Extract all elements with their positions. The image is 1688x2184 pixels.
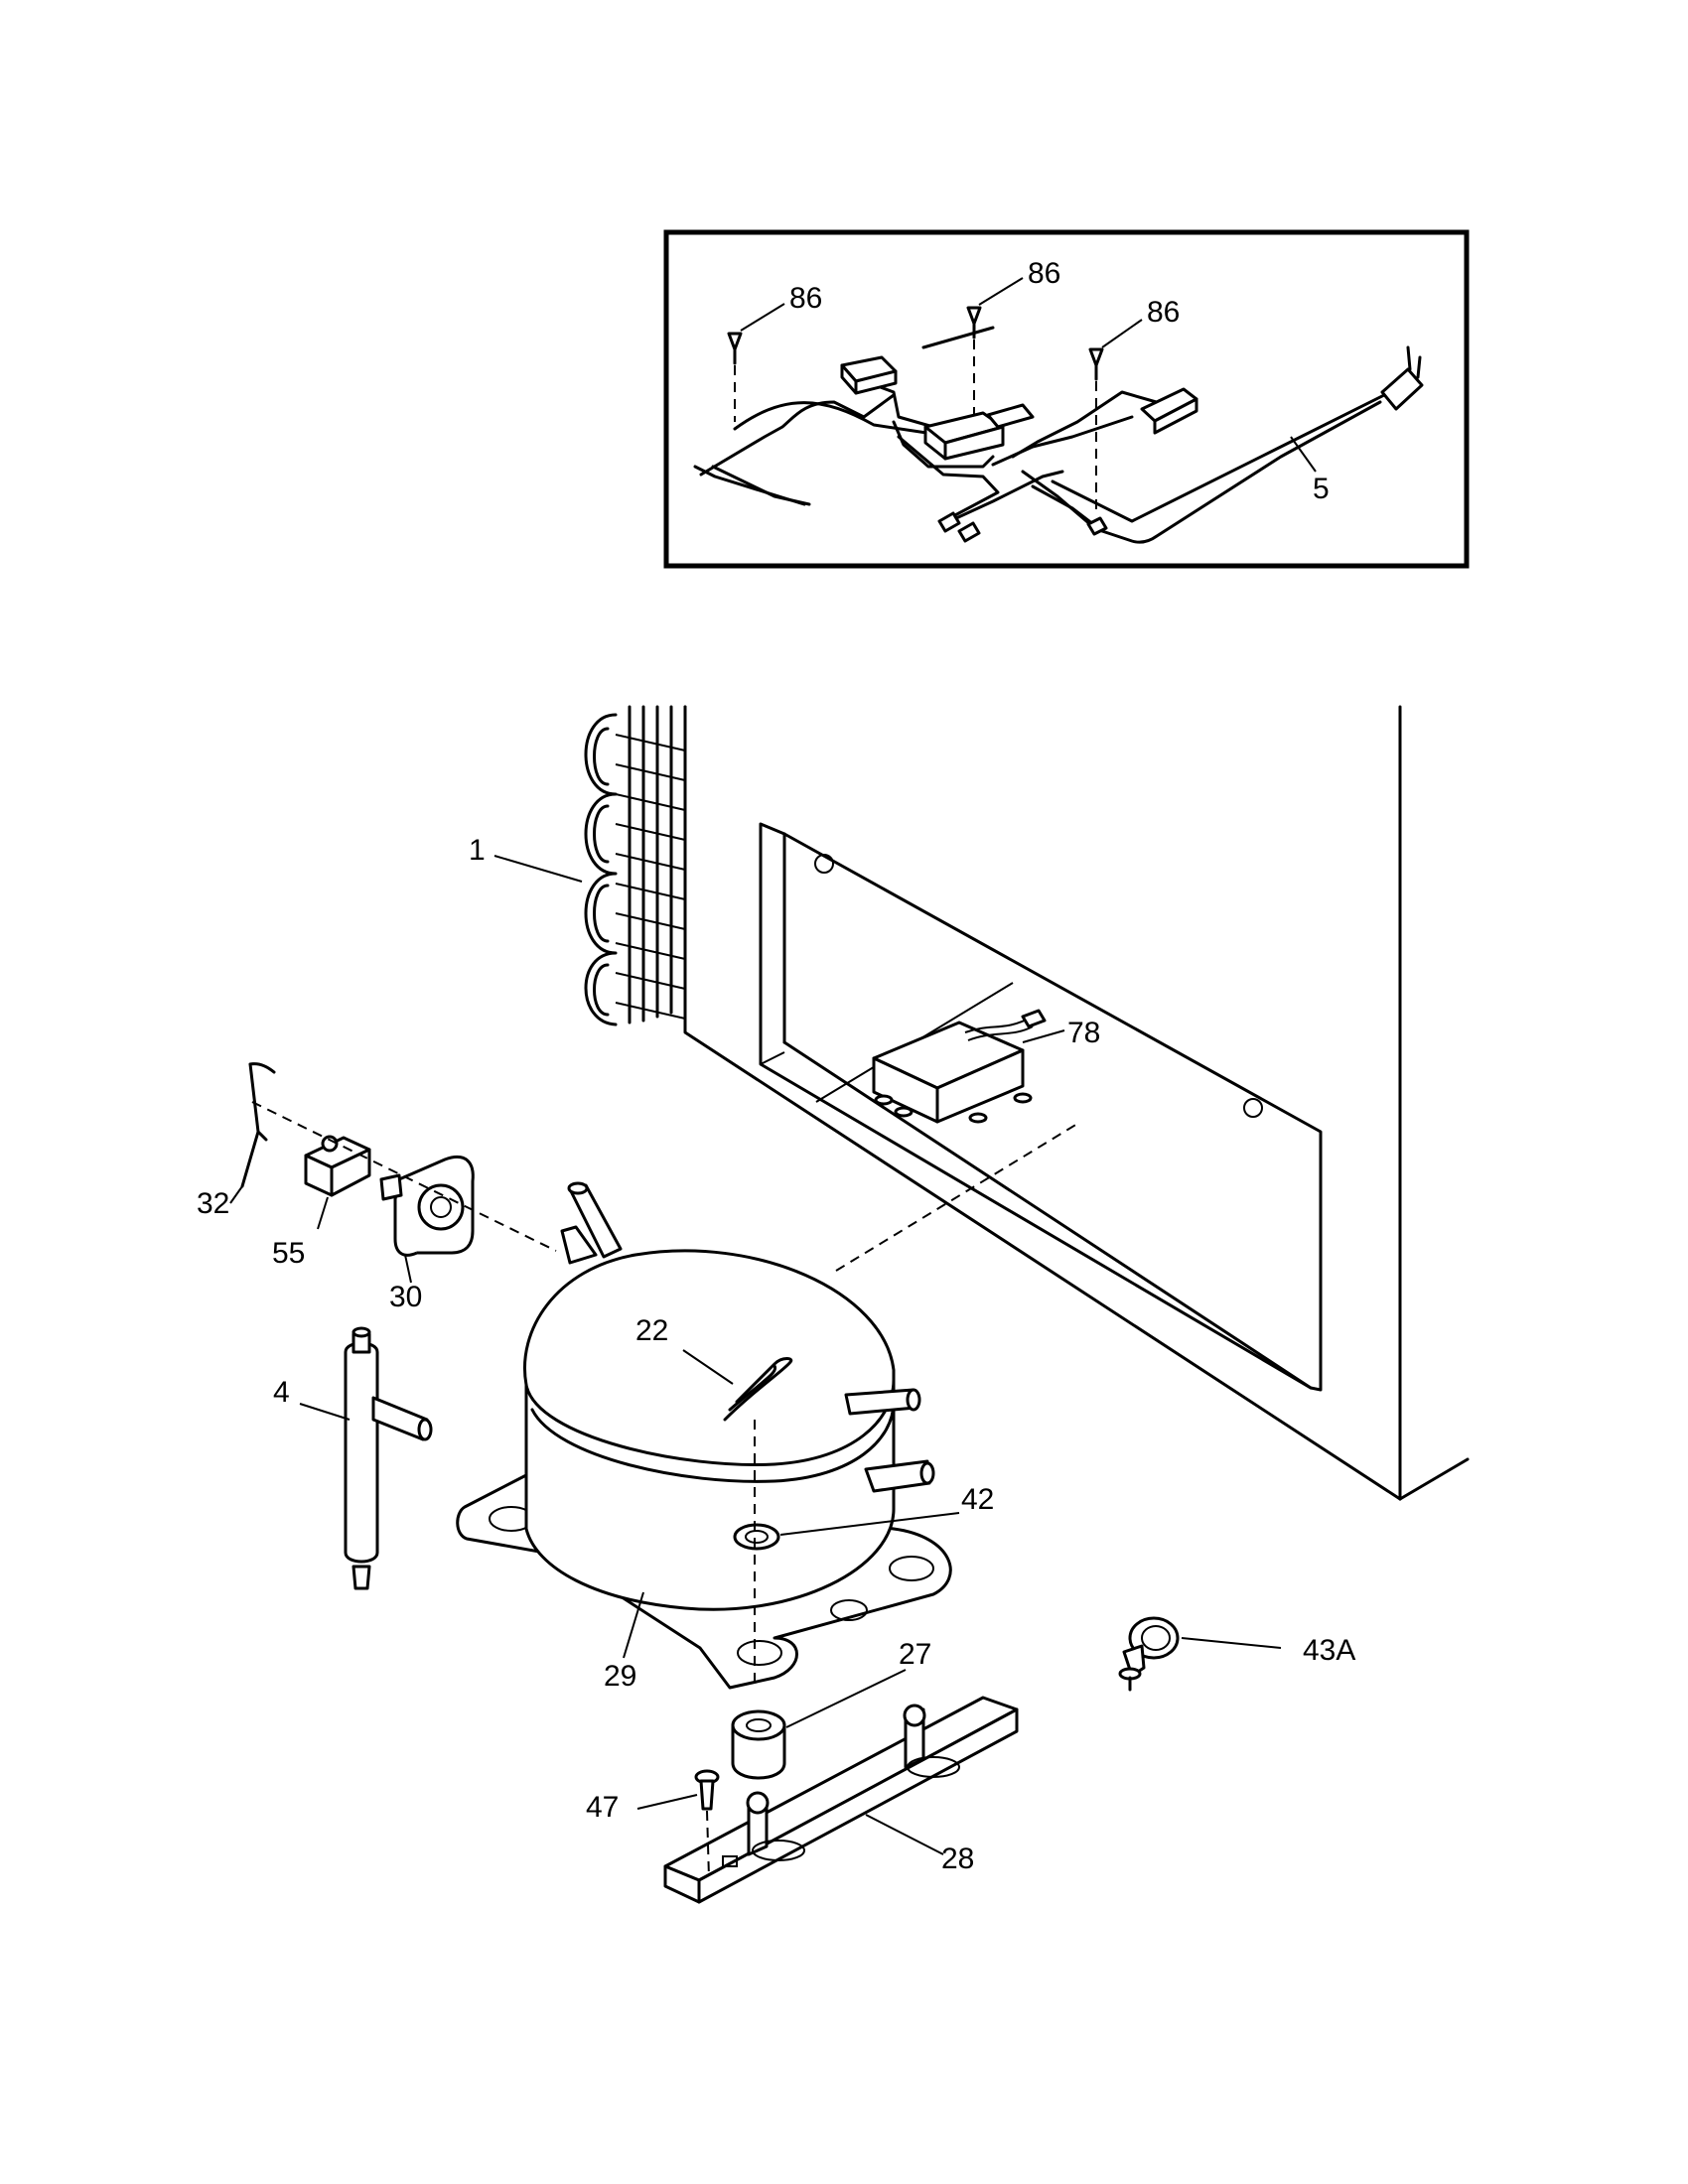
leader-86-middle bbox=[978, 277, 1024, 306]
screw-86-left bbox=[727, 332, 743, 422]
start-device bbox=[379, 1156, 475, 1284]
callout-1: 1 bbox=[469, 834, 486, 867]
power-cord-plug-icon bbox=[1380, 345, 1424, 411]
callout-86-right: 86 bbox=[1147, 296, 1180, 329]
relay-alignment-line bbox=[251, 1101, 557, 1252]
tube-clamp bbox=[1118, 1616, 1282, 1692]
overload-clip bbox=[229, 1062, 276, 1204]
condenser-coil bbox=[493, 705, 687, 1026]
grommet bbox=[731, 1669, 907, 1780]
harness-connector-center bbox=[923, 403, 1035, 461]
callout-22: 22 bbox=[635, 1314, 668, 1347]
harness-connector-top bbox=[840, 355, 898, 395]
callout-42: 42 bbox=[961, 1483, 994, 1516]
wire-harness bbox=[693, 326, 1392, 544]
filter-drier bbox=[299, 1326, 433, 1590]
compressor bbox=[456, 1181, 960, 1690]
mounting-rail bbox=[663, 1696, 1019, 1904]
inset-frame bbox=[663, 229, 1470, 569]
screw-86-right bbox=[1088, 347, 1104, 516]
callout-32: 32 bbox=[197, 1187, 229, 1220]
relay-switch bbox=[304, 1135, 371, 1230]
wiring-harness-inset bbox=[663, 229, 1470, 569]
callout-55: 55 bbox=[272, 1237, 305, 1270]
callout-78: 78 bbox=[1067, 1017, 1100, 1049]
leader-5 bbox=[1290, 436, 1317, 473]
callout-4: 4 bbox=[273, 1376, 290, 1409]
wire-terminals bbox=[937, 511, 1108, 543]
callout-29: 29 bbox=[604, 1660, 636, 1693]
control-box bbox=[872, 1009, 1065, 1124]
control-alignment-line bbox=[835, 1123, 1078, 1272]
callout-28: 28 bbox=[941, 1843, 974, 1875]
callout-30: 30 bbox=[389, 1281, 422, 1313]
callout-86-left: 86 bbox=[789, 282, 822, 315]
screw-47 bbox=[636, 1769, 720, 1879]
callout-47: 47 bbox=[586, 1791, 619, 1824]
callout-43a: 43A bbox=[1303, 1634, 1355, 1667]
screw-86-middle bbox=[966, 306, 982, 427]
callout-86-middle: 86 bbox=[1028, 257, 1060, 290]
callout-5: 5 bbox=[1313, 473, 1330, 505]
leader-86-right bbox=[1101, 319, 1143, 348]
harness-connector-right bbox=[1140, 387, 1198, 435]
leader-86-left bbox=[740, 303, 785, 332]
callout-27: 27 bbox=[899, 1638, 931, 1671]
